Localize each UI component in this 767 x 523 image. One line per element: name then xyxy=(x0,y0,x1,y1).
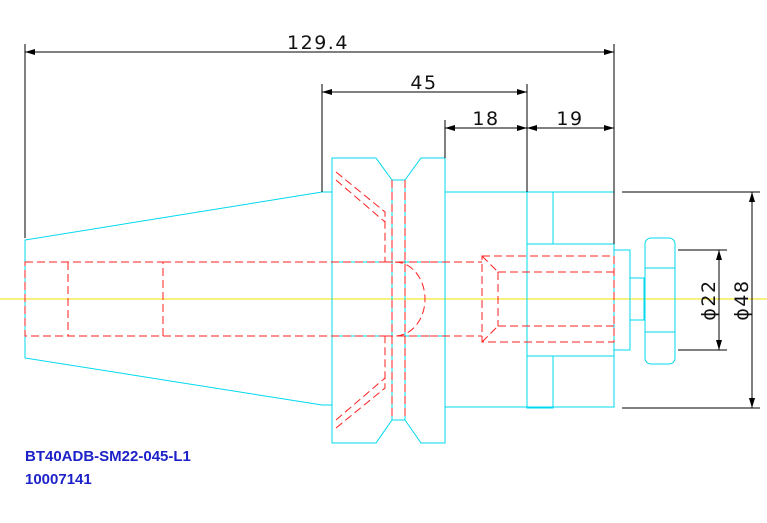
tool-holder-outline xyxy=(24,157,676,444)
part-number: BT40ADB-SM22-045-L1 xyxy=(25,448,191,465)
article-number: 10007141 xyxy=(25,471,92,488)
outer-diameter-label: ϕ48 xyxy=(731,279,753,320)
adapter-length-label: 19 xyxy=(556,108,583,130)
bore-diameter-label: ϕ22 xyxy=(698,279,720,320)
dimension-lines xyxy=(25,49,755,408)
overall-length-label: 129.4 xyxy=(287,32,349,54)
hidden-lines xyxy=(24,171,615,429)
flange-length-label: 45 xyxy=(410,72,437,94)
nose-length-label: 18 xyxy=(472,108,499,130)
